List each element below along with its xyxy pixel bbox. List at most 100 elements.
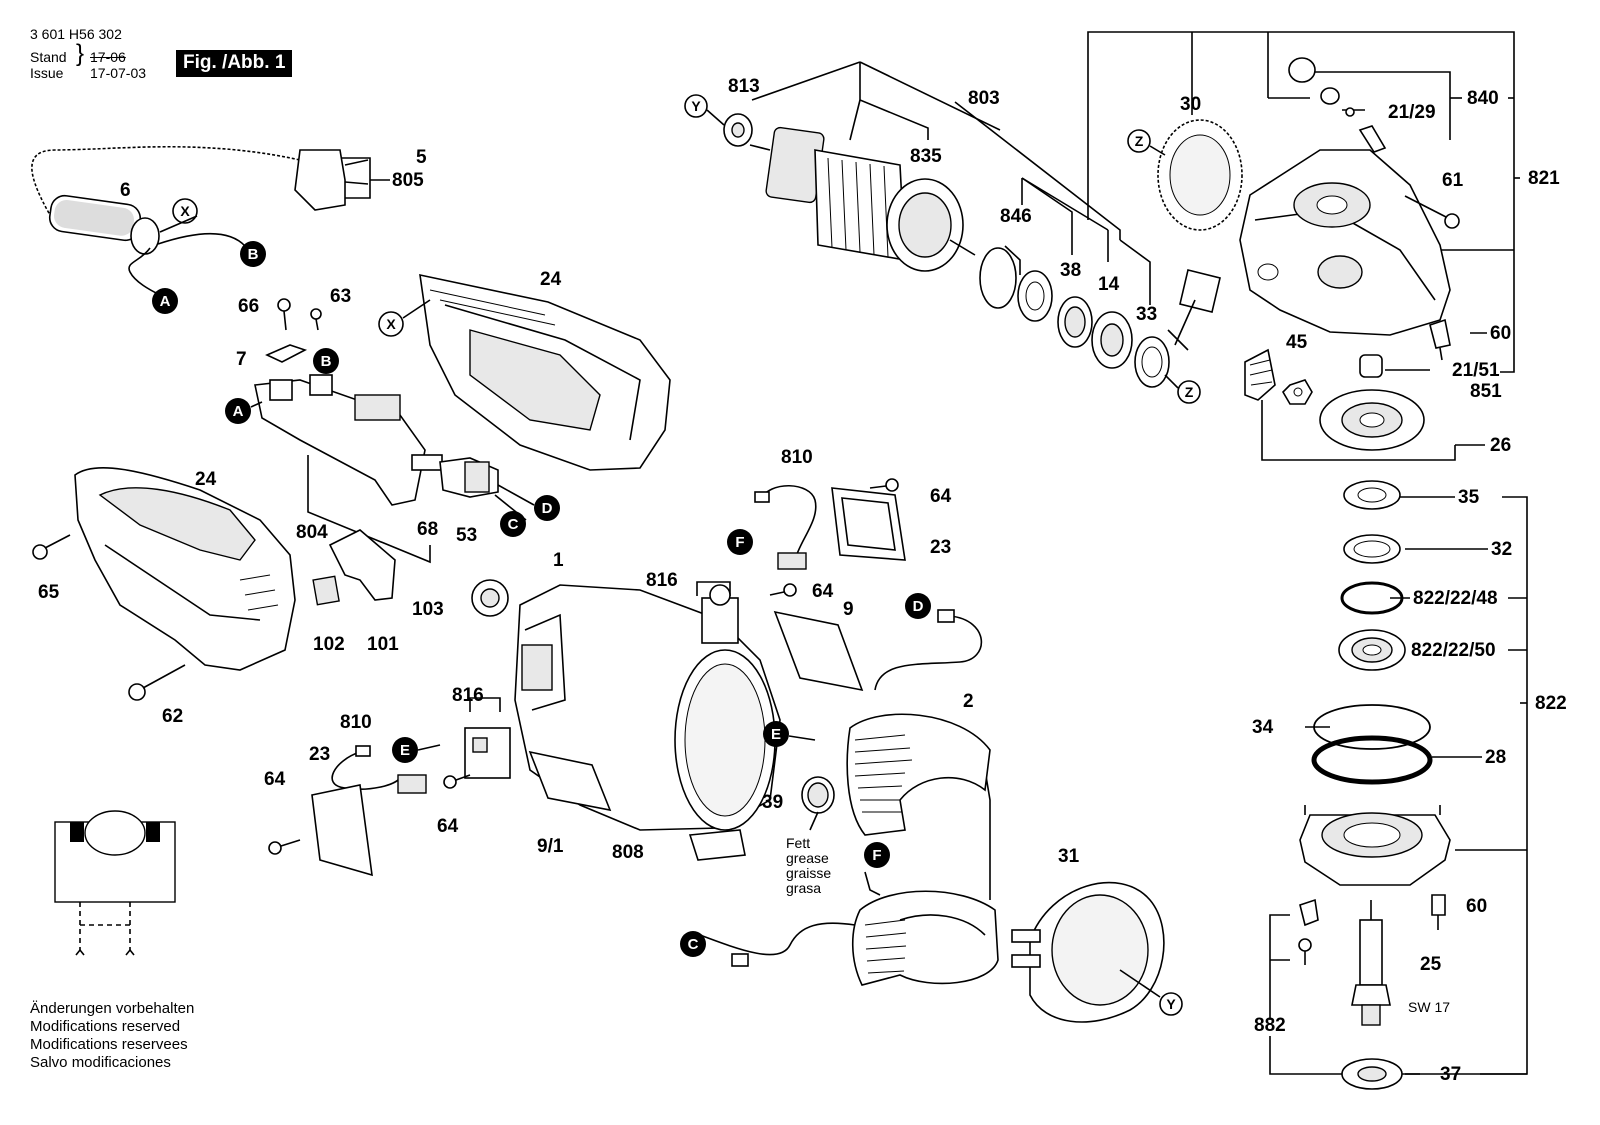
wire-c [699,922,856,956]
callout-840: 840 [1467,88,1499,109]
modification-notes: Änderungen vorbehalten Modifications res… [30,1000,194,1072]
note-de: Änderungen vorbehalten [30,1000,195,1017]
label-pad-9-1 [528,750,612,812]
callout-64-lower-left: 64 [264,769,286,790]
marker-z-gear: Z [1135,133,1144,149]
marker-e-field: E [771,726,781,743]
screw-60-upper [1429,318,1451,361]
callout-103: 103 [412,599,444,620]
circlip-846 [979,247,1017,309]
callout-65: 65 [38,582,60,603]
callout-labels: 813 803 30 840 21/29 821 835 846 38 14 3… [38,76,1567,1085]
crown-gear-26 [1319,389,1425,451]
callout-821: 821 [1528,168,1560,189]
callout-1: 1 [553,550,564,571]
bearing-flange [1299,805,1451,886]
callout-39: 39 [762,792,783,813]
callout-37: 37 [1440,1064,1461,1085]
brush-holder-816-upper [701,584,739,644]
callout-6: 6 [120,180,131,201]
bearing-14 [1057,296,1093,348]
callout-61: 61 [1442,170,1464,191]
marker-c-switch: C [508,516,519,533]
part-103 [471,579,509,617]
callout-32: 32 [1491,539,1512,560]
callout-803: 803 [968,88,1000,109]
part-number: 3 601 H56 302 [30,26,122,42]
callout-30: 30 [1180,94,1201,115]
screw-64-lower-left [268,839,301,855]
callout-5: 5 [416,147,427,168]
marker-c-field: C [688,936,699,953]
callout-64-lower: 64 [437,816,459,837]
callout-810-lower: 810 [340,712,372,733]
callout-816-upper: 816 [646,570,678,591]
callout-63: 63 [330,286,351,307]
washer-32 [1343,534,1401,564]
marker-b-cord: B [248,246,259,263]
spindle-lock-840 [1288,57,1387,153]
grease-es: grasa [786,880,821,896]
callout-846: 846 [1000,206,1032,227]
marker-z-ring: Z [1185,384,1194,400]
armature-835 [749,126,976,272]
marker-x-housing: X [386,316,396,332]
callout-64-upper: 64 [930,486,952,507]
grease-de: Fett [786,835,810,851]
callout-sw17: SW 17 [1408,999,1450,1015]
fan-39 [801,776,835,814]
felt-pad [1167,269,1221,351]
callout-9: 9 [843,599,854,620]
marker-a-cord: A [160,293,171,310]
callout-23-upper: 23 [930,537,951,558]
bearing-822-22-50 [1338,629,1406,671]
screw-60-lower [1431,894,1446,930]
note-es: Salvo modificaciones [30,1054,171,1071]
marker-b-switch: B [321,353,332,370]
switch-assembly [254,374,499,506]
sleeve-21-51 [1359,354,1383,378]
bearing-plate-31 [1011,881,1165,1023]
cover-23-upper [831,487,906,561]
callout-822-22-48: 822/22/48 [1413,588,1498,609]
spindle-25 [1351,900,1391,1026]
grease-en: grease [786,850,829,866]
field-coil-2 [846,713,991,836]
callout-64-middle: 64 [812,581,834,602]
circlip-822-22-48 [1340,581,1404,615]
callout-45: 45 [1286,332,1308,353]
callout-14: 14 [1098,274,1120,295]
marker-leaders [159,109,1179,998]
flange-37 [1341,1058,1403,1090]
callout-816-lower: 816 [452,685,484,706]
callout-28: 28 [1485,747,1506,768]
callout-2: 2 [963,691,974,712]
callout-35: 35 [1458,487,1480,508]
callout-9-1: 9/1 [537,836,564,857]
callout-822-22-50: 822/22/50 [1411,640,1496,661]
bracket-lines [307,31,1528,1075]
marker-y-bearing: Y [691,98,701,114]
power-cord [28,143,369,296]
callout-60-lower: 60 [1466,896,1487,917]
bearing-813 [723,113,753,147]
handle-housing-lower [74,466,296,671]
callout-808: 808 [612,842,644,863]
callout-33: 33 [1136,304,1157,325]
callout-835: 835 [910,146,942,167]
callout-68: 68 [417,519,438,540]
callout-810-upper: 810 [781,447,813,468]
gear-30 [1157,119,1243,231]
note-en: Modifications reserved [30,1018,181,1035]
issue-date: 17-07-03 [90,65,147,81]
brush-holder-816-lower [464,727,511,779]
callout-24-upper: 24 [540,269,562,290]
callout-60-upper: 60 [1490,323,1511,344]
screw-64-lower [443,774,471,789]
marker-d-switch: D [542,500,553,517]
callout-21-51: 21/51 [1452,360,1500,381]
stand-label: Stand [30,49,67,65]
marker-f-brush: F [735,534,744,551]
washer-38 [1017,270,1053,322]
